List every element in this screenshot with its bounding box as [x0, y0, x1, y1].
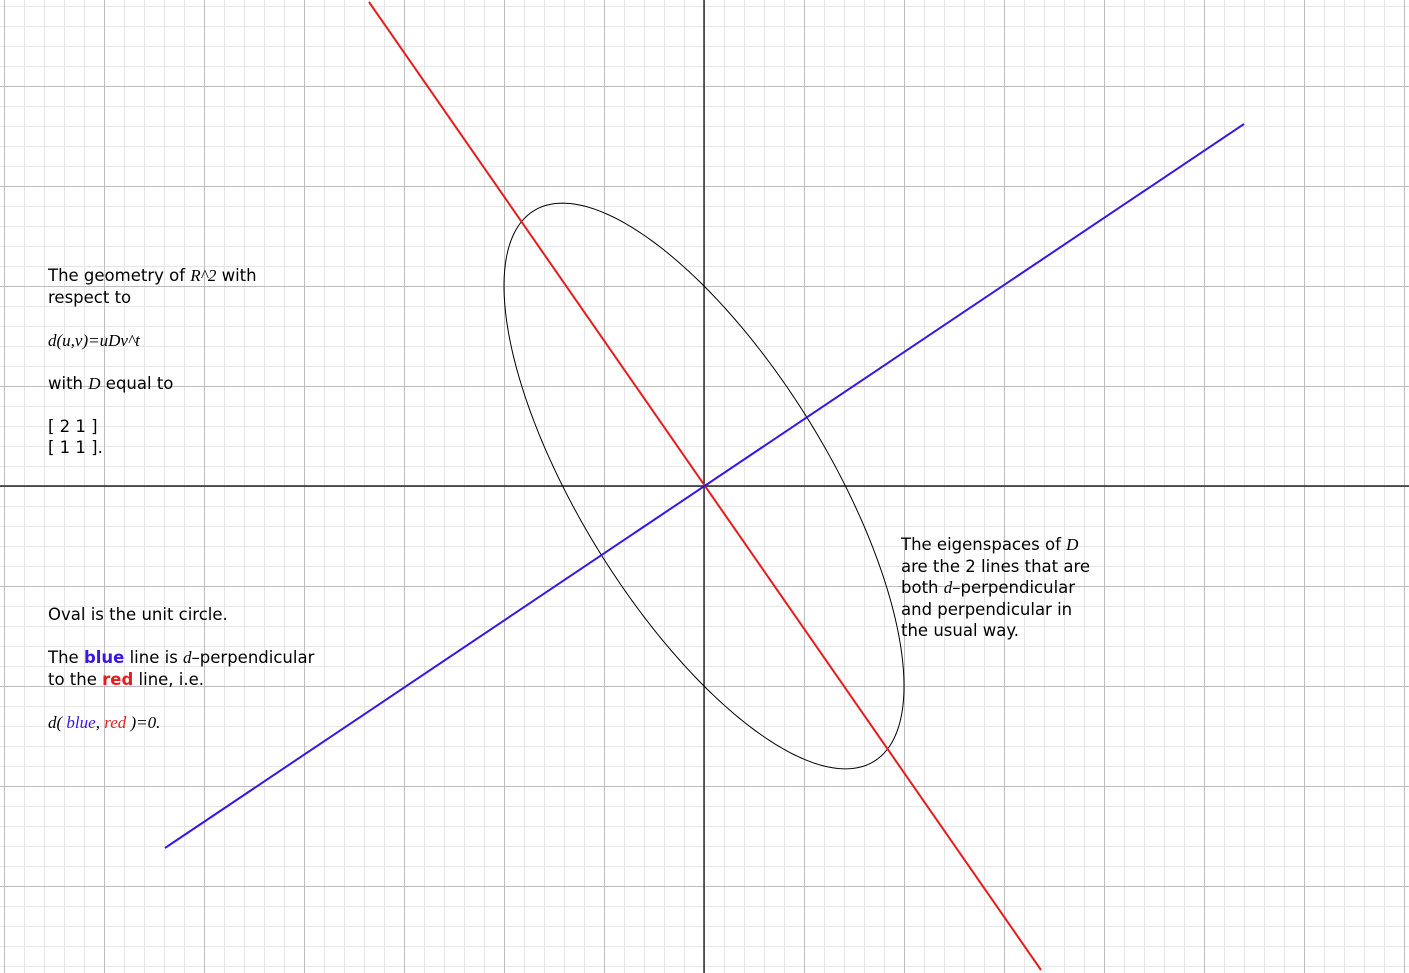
eigen-note: The eigenspaces of D are the 2 lines tha… [901, 534, 1090, 642]
eigen-line-3: both d–perpendicular [901, 578, 1076, 597]
blue-eigen-line [164, 123, 1245, 849]
eigen-line-1: The eigenspaces of D [901, 535, 1079, 554]
bilinear-form-formula: d(u,v)=uDv^t [48, 330, 140, 350]
red-perp-line: to the red line, i.e. [48, 669, 205, 689]
oval-note: Oval is the unit circle. The blue line i… [48, 604, 314, 733]
eigen-line-4: and perpendicular in [901, 599, 1073, 619]
matrix-row-2: [ 1 1 ]. [48, 438, 103, 457]
orthogonality-equation: d( blue, red )=0. [48, 712, 161, 732]
matrix-symbol: D [88, 373, 101, 393]
blue-perp-line: The blue line is d–perpendicular [48, 648, 315, 667]
matrix-intro-line: with D equal to [48, 373, 174, 393]
eigen-line-2: are the 2 lines that are [901, 556, 1091, 576]
unit-circle-oval [503, 202, 905, 770]
geometry-note: The geometry of R^2 with respect to d(u,… [48, 265, 257, 459]
eigen-line-5: the usual way. [901, 621, 1020, 640]
geometry-respect-line: respect to [48, 287, 132, 307]
oval-line: Oval is the unit circle. [48, 605, 228, 624]
red-word: red [102, 669, 134, 689]
blue-word: blue [83, 648, 125, 667]
r2-symbol: R^2 [190, 266, 217, 285]
matrix-row-1: [ 2 1 ] [48, 416, 98, 436]
geometry-title-line: The geometry of R^2 with [48, 266, 257, 285]
